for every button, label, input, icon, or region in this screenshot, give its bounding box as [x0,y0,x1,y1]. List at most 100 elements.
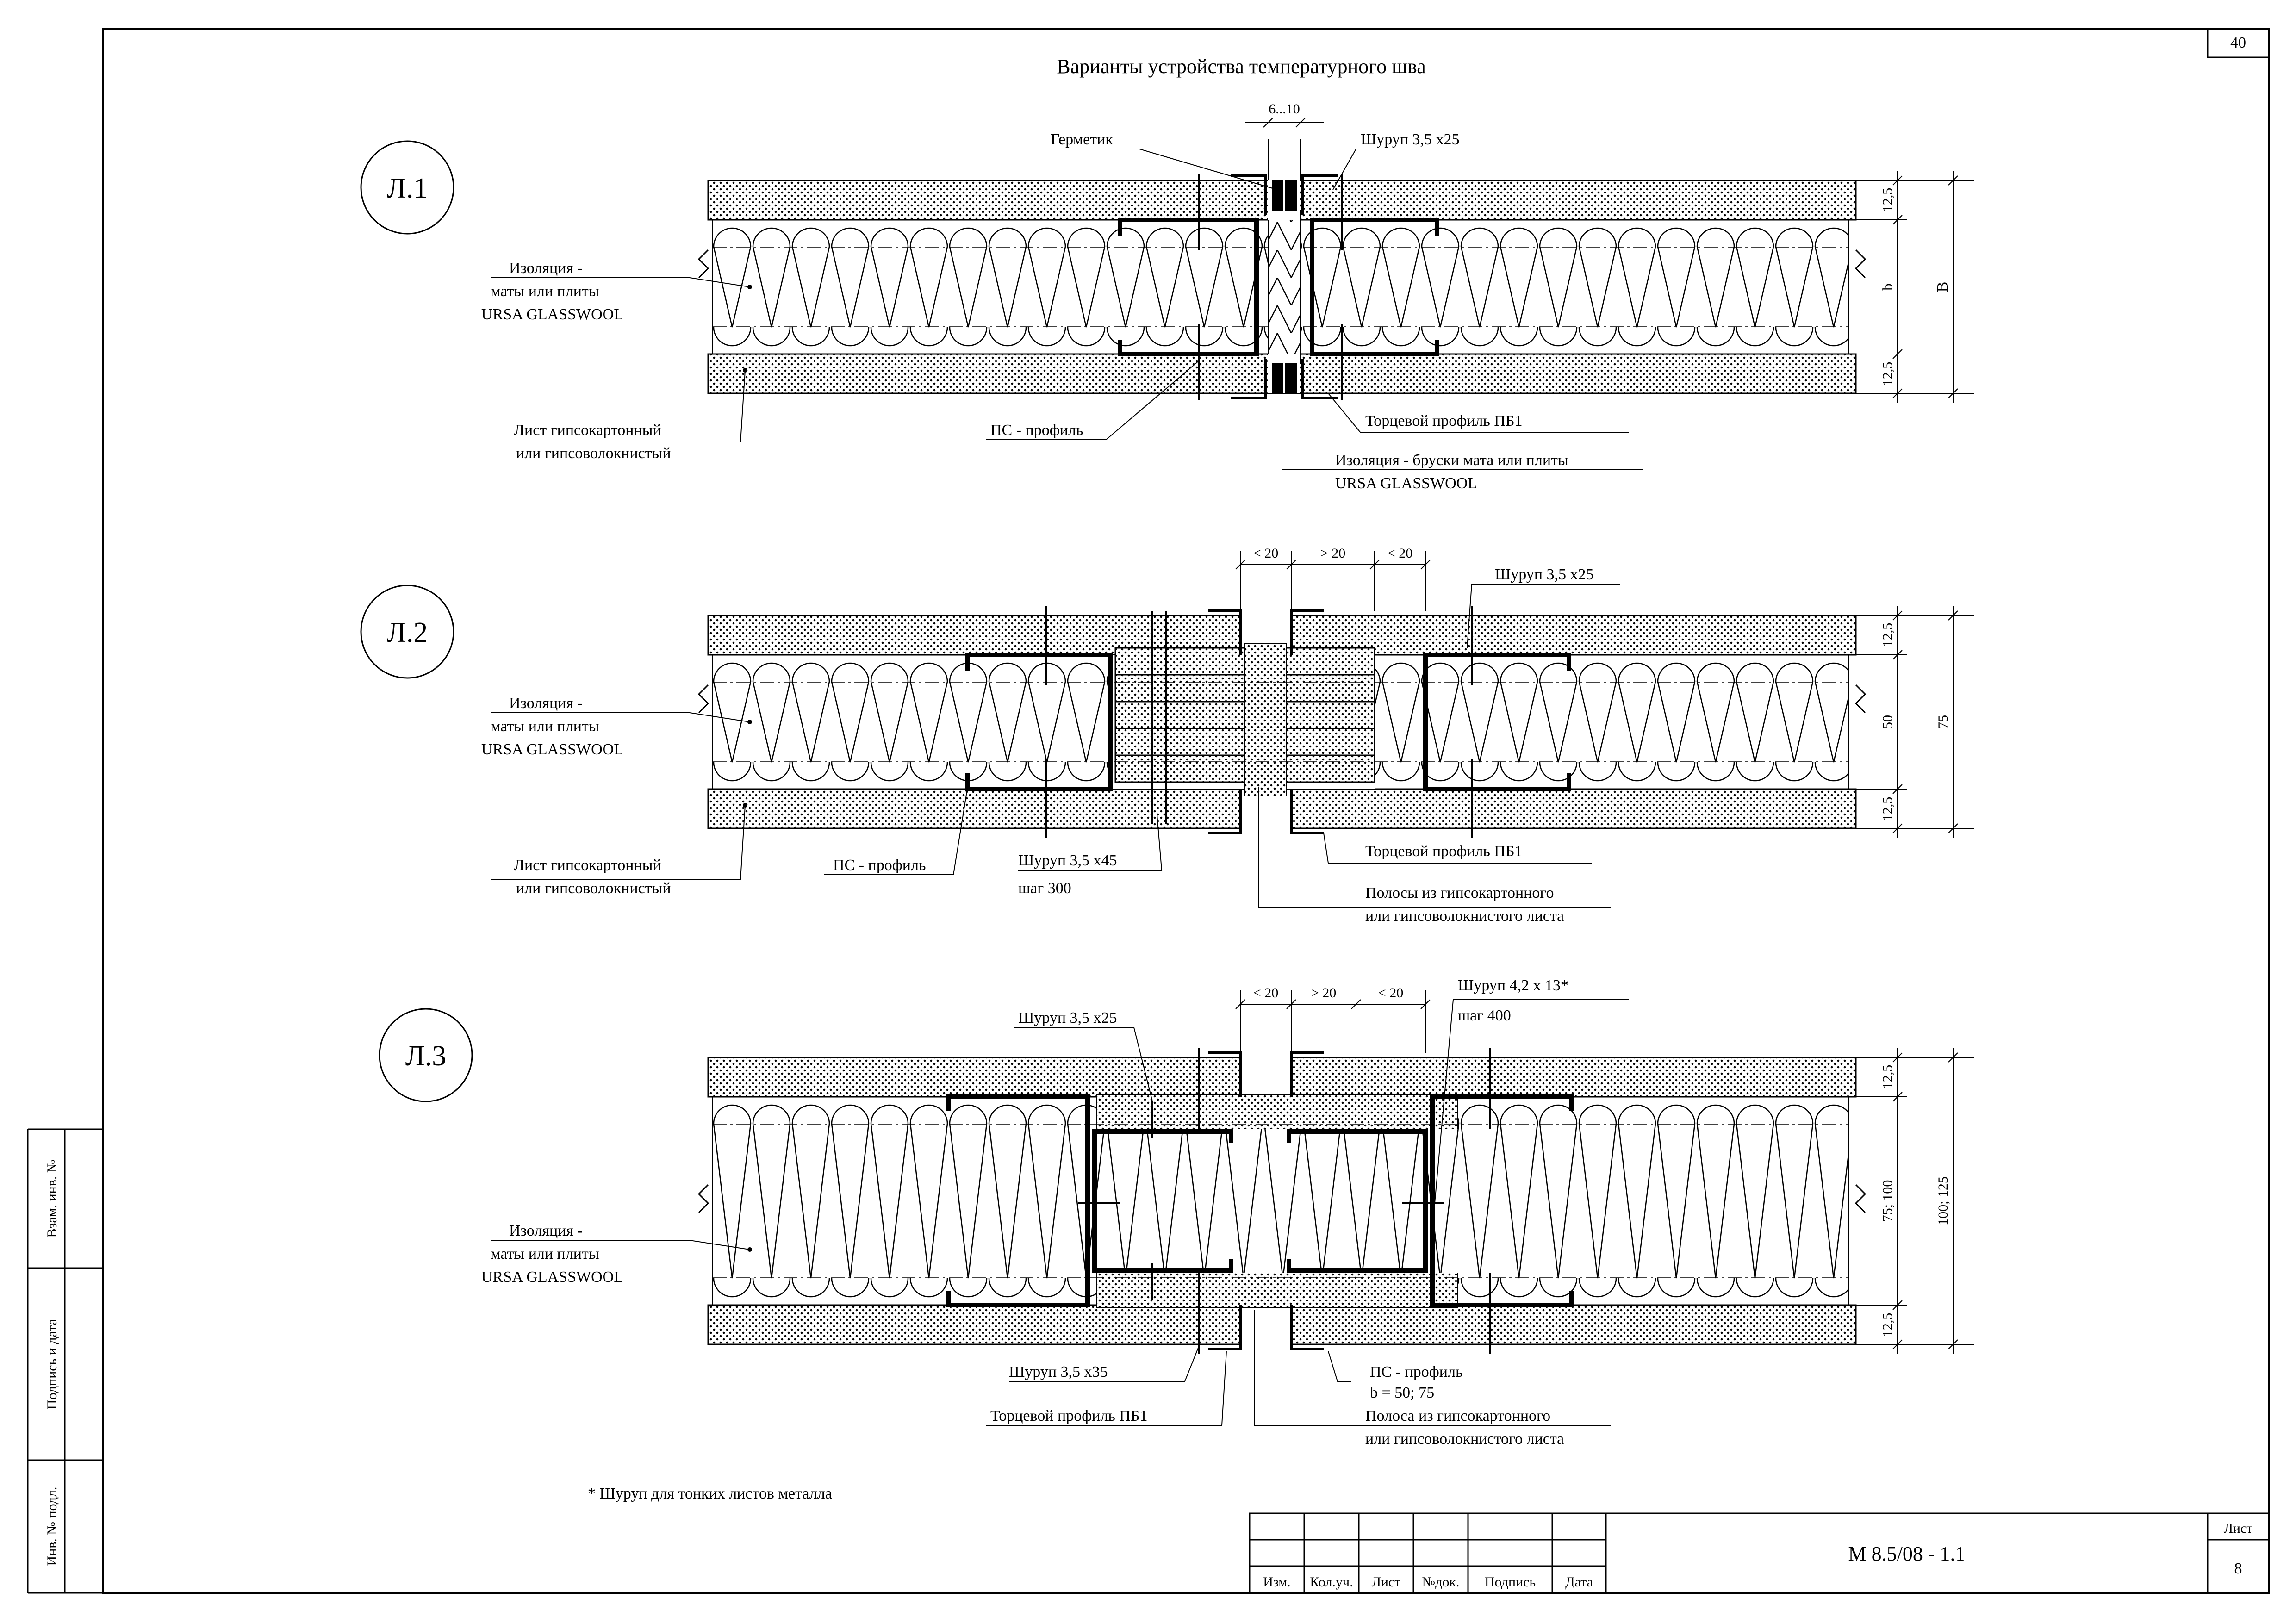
l3-label-ps: ПС - профиль [1370,1363,1462,1380]
l2-label-screw-top: Шуруп 3,5 х25 [1495,566,1594,583]
l3-board-bot-left [707,1304,1241,1345]
l1-dim-bot: 12,5 [1880,362,1895,386]
stamp-podpis: Подпись и дата [44,1319,60,1410]
l3-dim-bot: 12,5 [1880,1313,1895,1337]
l3-label-step: шаг 400 [1458,1007,1511,1024]
l2-label-strips1: Полосы из гипсокартонного [1365,884,1554,902]
l1-label-screw: Шуруп 3,5 х25 [1361,131,1460,148]
l1-label-ins2: маты или плиты [491,283,599,300]
l3-dim-a: < 20 [1253,985,1278,1001]
l2-label-sheet1: Лист гипсокартонный [514,857,661,874]
l2-joint-strips [1114,643,1375,796]
l2-label-ins2: маты или плиты [491,718,599,735]
l3-dim-mid: 75; 100 [1880,1180,1895,1222]
section-l2-name: Л.2 [387,617,428,648]
l3-dim-b: > 20 [1311,985,1336,1001]
l2-dim-a: < 20 [1253,546,1278,561]
l3-ps-profile-right [1430,1094,1574,1307]
title-block [1249,1512,2270,1594]
l3-label-strip2: или гипсоволокнистого листа [1365,1430,1564,1448]
l2-dim-b: > 20 [1320,546,1345,561]
l2-dim-c: < 20 [1388,546,1412,561]
l1-ps-profile-right [1310,218,1439,356]
l1-label-sheet2: или гипсоволокнистый [516,445,671,462]
l3-dim-c: < 20 [1378,985,1403,1001]
l1-label-bars1: Изоляция - бруски мата или плиты [1335,452,1568,469]
l3-label-strip1: Полоса из гипсокартонного [1365,1407,1550,1424]
l3-label-ps-b: b = 50; 75 [1370,1384,1434,1401]
l2-board-top-right [1290,615,1857,656]
l2-ps-profile-left [965,653,1113,791]
l1-joint-insulation [1268,210,1301,364]
l2-pb1-bot-right [1290,789,1324,834]
section-l3: Л.3 [379,977,1974,1448]
l1-dim-top: 12,5 [1880,188,1895,212]
l2-board-bot-right [1290,788,1857,829]
l3-inner-profile-left [1092,1129,1233,1273]
l1-label-sheet1: Лист гипсокартонный [514,422,661,439]
l1-pb1-bot-left [1231,359,1267,399]
l1-label-bars2: URSA GLASSWOOL [1335,475,1477,492]
l1-gap-dim: 6...10 [1269,101,1300,117]
l2-label-ps: ПС - профиль [833,857,926,874]
l3-ps-profile-left [946,1094,1090,1307]
l2-label-ins1: Изоляция - [509,695,583,712]
l1-label-ins1: Изоляция - [509,260,583,277]
l1-pb1-top-left [1231,174,1267,215]
l3-inner-profile-right [1287,1129,1428,1273]
l2-dim-mid: 50 [1880,715,1895,729]
section-l3-name: Л.3 [405,1040,447,1072]
l2-label-step: шаг 300 [1018,880,1071,897]
l1-label-ps: ПС - профиль [990,422,1083,439]
l1-dim-mid: b [1880,284,1895,291]
tb-col-list: Лист [1372,1574,1401,1590]
l2-board-bot-left [707,788,1241,829]
footnote: * Шуруп для тонких листов металла [588,1485,832,1502]
l1-ps-profile-left [1118,218,1259,356]
l2-dim-total: 75 [1935,715,1951,729]
stamp-inv: Инв. № подл. [44,1487,60,1566]
tb-sheet-number: 8 [2234,1560,2242,1577]
l3-label-ins1: Изоляция - [509,1222,583,1239]
l3-pb1-bot-right [1290,1305,1324,1350]
l3-dim-total: 100; 125 [1935,1176,1951,1225]
l2-dim-bot: 12,5 [1880,797,1895,821]
l1-pb1-top-right [1301,174,1338,215]
l2-label-ins3: URSA GLASSWOOL [481,741,623,758]
l3-pb1-bot-left [1208,1305,1242,1350]
l2-dim-top: 12,5 [1880,623,1895,647]
l3-label-ins3: URSA GLASSWOOL [481,1269,623,1286]
tb-code: М 8.5/08 - 1.1 [1848,1542,1966,1565]
l3-joint-strip-top [1096,1094,1458,1130]
section-l1: Л.1 [360,101,1974,492]
l2-label-screw-bot: Шуруп 3,5 х45 [1018,852,1117,869]
stamp-vzam: Взам. инв. № [44,1159,60,1237]
tb-sheet-label: Лист [2224,1521,2253,1536]
l3-board-top-right [1290,1057,1857,1098]
l3-dim-top: 12,5 [1880,1065,1895,1089]
l1-label-sealant: Герметик [1051,131,1113,148]
l3-label-screw-metal: Шуруп 4,2 х 13* [1458,977,1568,994]
tb-col-izm: Изм. [1263,1574,1291,1590]
tb-col-podpis: Подпись [1485,1574,1536,1590]
l2-label-pb1: Торцевой профиль ПБ1 [1365,843,1523,860]
l2-label-sheet2: или гипсоволокнистый [516,880,671,897]
tb-col-ndok: №док. [1422,1574,1460,1590]
page-title: Варианты устройства температурного шва [1057,55,1425,78]
l1-dim-total: B [1934,282,1951,292]
l3-board-top-left [707,1057,1241,1098]
l3-board-bot-right [1290,1304,1857,1345]
l2-ps-profile-right [1423,653,1571,791]
l3-label-screw-top: Шуруп 3,5 х25 [1018,1009,1117,1026]
section-l1-name: Л.1 [387,173,428,204]
l2-pb1-bot-left [1208,789,1242,834]
l3-label-ins2: маты или плиты [491,1245,599,1262]
l3-label-pb1: Торцевой профиль ПБ1 [990,1407,1148,1424]
l1-label-ins3: URSA GLASSWOOL [481,306,623,323]
section-l2: Л.2 [360,546,1974,925]
l3-inner-insulation [1092,1129,1462,1273]
page-number-top: 40 [2230,34,2246,51]
sheet-frame [27,28,2270,1594]
tb-col-kolu: Кол.уч. [1310,1574,1353,1590]
